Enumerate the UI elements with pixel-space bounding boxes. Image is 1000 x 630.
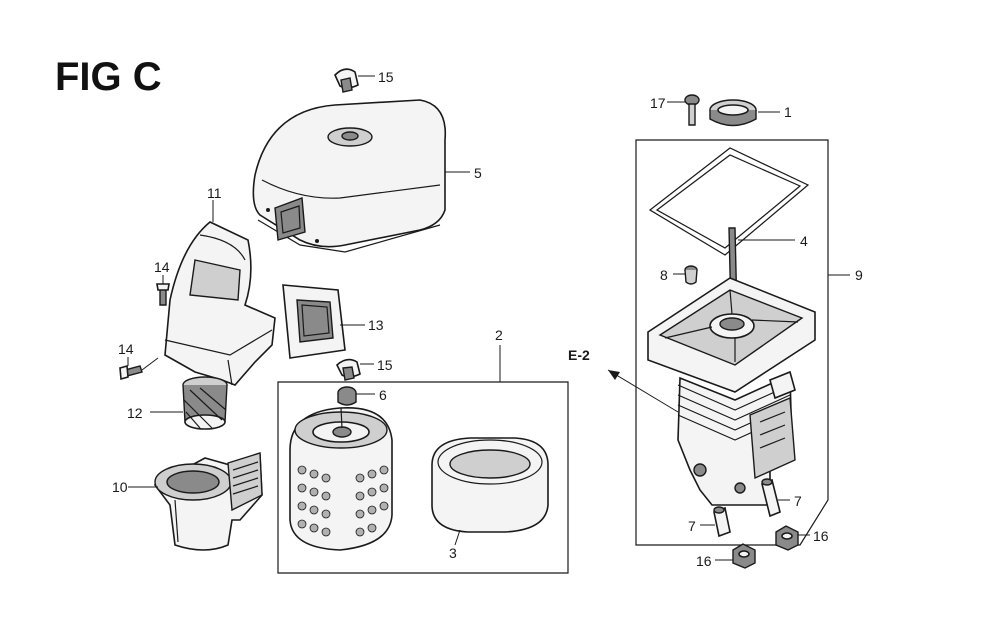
callout-3: 3 [449,545,457,561]
callout-14-upper: 14 [154,259,170,275]
callout-7-right: 7 [794,493,802,509]
seal-ring [709,99,757,127]
callout-13: 13 [368,317,384,333]
callout-4: 4 [800,233,808,249]
callout-8: 8 [660,267,668,283]
leader-3 [454,529,461,546]
callout-16-right: 16 [813,528,829,544]
grommet-8 [684,265,698,285]
foam-pre-filter [431,437,549,533]
gasket-plate [282,284,346,359]
screw-lower [119,364,143,381]
callout-15-middle: 15 [377,357,393,373]
callout-14-lower: 14 [118,341,134,357]
bolt-17 [684,94,700,126]
callout-9: 9 [855,267,863,283]
callout-11: 11 [207,185,222,201]
callout-17: 17 [650,95,666,111]
figure-title: FIG C [55,55,162,99]
callout-2: 2 [495,327,503,343]
callout-12: 12 [127,405,143,421]
collar-nut [337,386,357,406]
nut-right [775,525,799,551]
intake-duct-cover [164,221,276,386]
air-cleaner-case [647,277,816,506]
reference-arrow-e2 [607,369,679,413]
group-box-9 [635,139,829,546]
drain-tube-right [761,478,781,518]
group-box-2 [277,381,569,574]
screw-upper [156,283,170,306]
leader-screw-to-duct [141,357,159,371]
callout-6: 6 [379,387,387,403]
callout-15-top: 15 [378,69,394,85]
wing-nut-middle [336,358,361,381]
reference-label-e2: E-2 [568,347,590,363]
callout-16-left: 16 [696,553,712,569]
callout-10: 10 [112,479,128,495]
callout-5: 5 [474,165,482,181]
air-filter-element [289,407,393,551]
callout-7-left: 7 [688,518,696,534]
drain-tube-left [713,506,731,538]
nut-left [732,543,756,569]
wing-nut-top [334,68,359,93]
packing-gasket [648,147,810,256]
air-cleaner-cover [252,99,447,253]
intake-elbow [153,452,263,551]
intake-screen [182,376,228,430]
callout-1: 1 [784,104,792,120]
